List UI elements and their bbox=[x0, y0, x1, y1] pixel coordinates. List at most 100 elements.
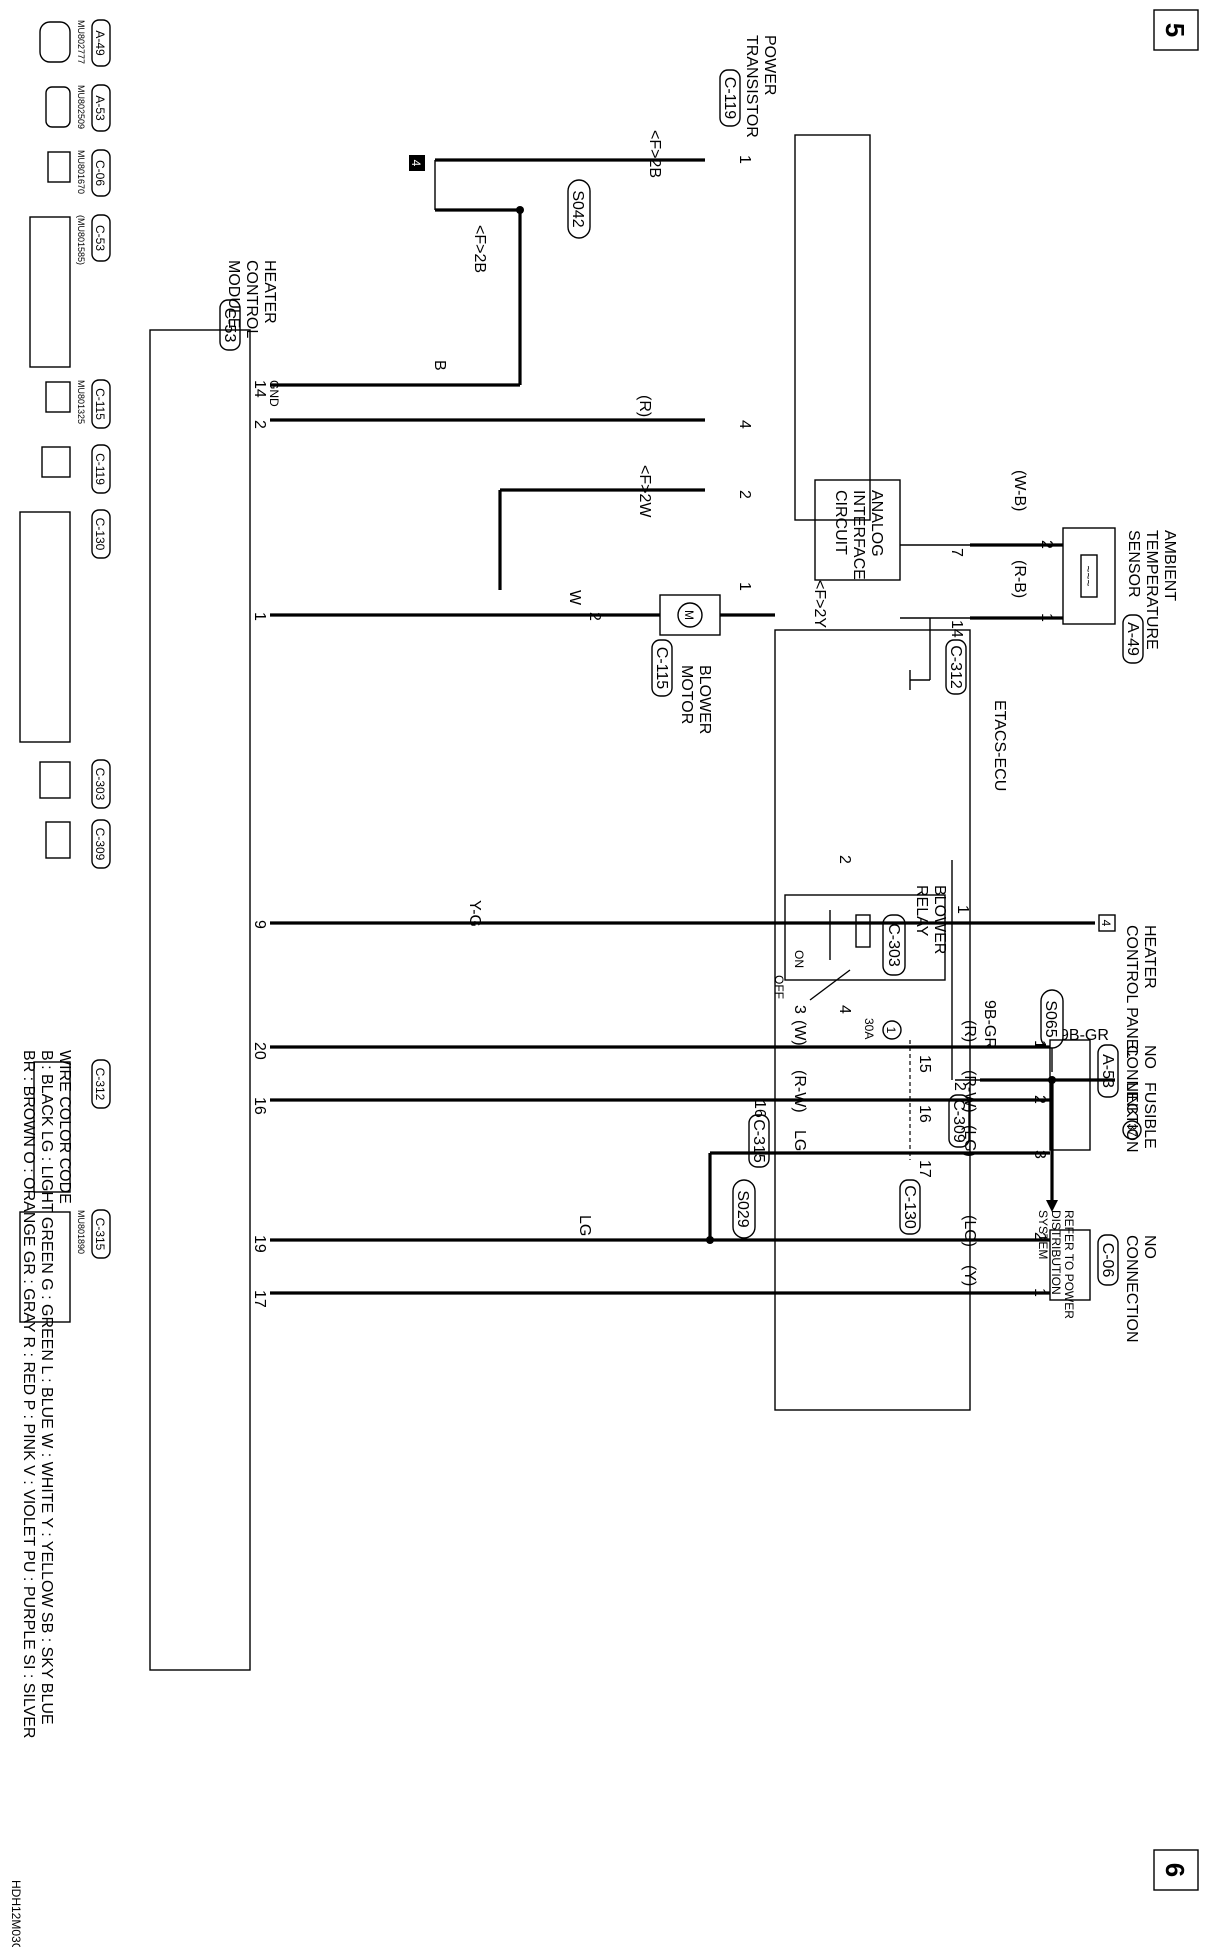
refer-note-3: SYSTEM bbox=[1036, 1210, 1050, 1259]
etacs-ecu-label: ETACS-ECU bbox=[991, 700, 1008, 791]
svg-text:A-53: A-53 bbox=[1099, 1054, 1116, 1088]
svg-text:C-315: C-315 bbox=[750, 1119, 767, 1163]
svg-text:C-119: C-119 bbox=[721, 77, 738, 119]
module-pin-17: 17 bbox=[251, 1290, 268, 1308]
svg-text:~~~: ~~~ bbox=[1081, 565, 1095, 586]
blower-motor: M BLOWER MOTOR C-115 bbox=[651, 594, 721, 734]
etacs-pin-16: 16 bbox=[751, 1100, 768, 1118]
wire-label-a53-r: (R) bbox=[961, 1020, 978, 1042]
svg-text:C-130: C-130 bbox=[93, 518, 107, 551]
module-pin-1: 1 bbox=[251, 612, 268, 621]
svg-text:C-303: C-303 bbox=[93, 768, 107, 801]
svg-text:A-49: A-49 bbox=[1124, 622, 1141, 656]
connector-view-c315: C-315 MU801890 bbox=[19, 1209, 111, 1323]
fusible-link-label-2: LINK bbox=[1123, 1082, 1140, 1118]
svg-text:C-303: C-303 bbox=[885, 923, 902, 967]
wire-label-c06-lg-2: LG bbox=[576, 1215, 593, 1236]
splice-s042 bbox=[567, 179, 591, 239]
svg-text:POWER: POWER bbox=[761, 35, 778, 95]
svg-text:ANALOG: ANALOG bbox=[868, 490, 885, 557]
svg-text:MU801670: MU801670 bbox=[76, 150, 86, 194]
svg-text:MODULE: MODULE bbox=[225, 260, 242, 328]
svg-text:C-06: C-06 bbox=[93, 160, 107, 186]
transistor-pin-2: 2 bbox=[736, 490, 753, 499]
connector-view-c309: C-309 bbox=[45, 819, 111, 869]
svg-text:C-309: C-309 bbox=[93, 828, 107, 861]
connector-views: A-49 MU802777 A-53 MU802509 C-06 MU80167… bbox=[19, 19, 111, 1323]
svg-text:5: 5 bbox=[1160, 23, 1190, 37]
page-code: HDH12M03CC bbox=[9, 1880, 23, 1947]
svg-text:BR : BROWN O : ORANGE GR :: BR : BROWN O : ORANGE GR : GRAY R : RED … bbox=[20, 1050, 37, 1738]
svg-text:4: 4 bbox=[409, 160, 423, 167]
svg-text:A-49: A-49 bbox=[93, 30, 107, 56]
refer-note-1: REFER TO POWER bbox=[1062, 1210, 1076, 1319]
relay-fuse-circle bbox=[882, 1020, 902, 1040]
relay-pin-1: 1 bbox=[954, 905, 971, 914]
connector-c315-tag bbox=[748, 1114, 770, 1168]
module-pin-20: 20 bbox=[251, 1042, 268, 1060]
wire-label-f2w: <F>2W bbox=[636, 465, 653, 518]
svg-text:MU801325: MU801325 bbox=[76, 380, 86, 424]
svg-text:WIRE COLOR CODE: WIRE COLOR CODE bbox=[56, 1050, 73, 1204]
fusible-link-number-circle bbox=[1122, 1120, 1142, 1140]
c130-pin-16: 16 bbox=[916, 1105, 933, 1123]
a53-pin-1: 1 bbox=[1031, 1040, 1048, 1049]
connector-view-c130: C-130 bbox=[19, 509, 111, 743]
ground-number-box bbox=[409, 155, 425, 171]
etacs-ecu-box bbox=[774, 629, 971, 1411]
svg-text:C-309: C-309 bbox=[950, 1099, 967, 1143]
connector-view-a53: A-53 MU802509 bbox=[45, 84, 111, 132]
wire-color-legend: WIRE COLOR CODE B : BLACK LG : LIGHT GRE… bbox=[20, 1050, 73, 1738]
svg-text:CONNECTION: CONNECTION bbox=[1123, 1235, 1140, 1343]
ambient-temperature-sensor: AMBIENT TEMPERATURE SENSOR A-49 ~~~ bbox=[1062, 527, 1178, 664]
transistor-pin-1: 1 bbox=[736, 155, 753, 164]
svg-text:RELAY: RELAY bbox=[913, 885, 930, 937]
svg-text:CONNECTION: CONNECTION bbox=[1123, 1045, 1140, 1153]
wire-label-r: (R) bbox=[636, 395, 653, 417]
module-pin-9: 9 bbox=[251, 920, 268, 929]
svg-text:C-315: C-315 bbox=[93, 1218, 107, 1251]
splice-s029 bbox=[732, 1179, 756, 1239]
etacs-pin-7: 7 bbox=[948, 548, 965, 557]
wire-label-f2b-2: <F>2B bbox=[471, 225, 488, 273]
wire-label-a53-rw: (R-W) bbox=[961, 1070, 978, 1113]
connector-c312-tag bbox=[945, 639, 967, 695]
svg-text:C-115: C-115 bbox=[653, 647, 670, 689]
svg-text:NO: NO bbox=[1141, 1045, 1158, 1069]
wire-label-r-b: (R-B) bbox=[1011, 560, 1028, 598]
connector-a53: NO CONNECTION A-53 bbox=[1049, 1039, 1158, 1153]
svg-text:CONTROL: CONTROL bbox=[243, 260, 260, 338]
c130-pin-15: 15 bbox=[916, 1055, 933, 1073]
page-number-right: 6 bbox=[1153, 1849, 1199, 1891]
svg-text:CIRCUIT: CIRCUIT bbox=[832, 490, 849, 555]
relay-fuse-amp: 30A bbox=[862, 1018, 876, 1039]
svg-text:TRANSISTOR: TRANSISTOR bbox=[743, 35, 760, 138]
svg-text:M: M bbox=[682, 610, 696, 620]
splice-dot-s042 bbox=[516, 206, 524, 214]
svg-text:C-312: C-312 bbox=[947, 645, 964, 689]
svg-text:NO: NO bbox=[1141, 1235, 1158, 1259]
svg-text:C-53: C-53 bbox=[93, 225, 107, 251]
svg-text:C-06: C-06 bbox=[1099, 1243, 1116, 1278]
relay-on-label: ON bbox=[792, 950, 806, 968]
svg-text:HEATER: HEATER bbox=[261, 260, 278, 324]
connector-view-c53: C-53 (MU801585) bbox=[29, 214, 111, 368]
wire-label-f2b: <F>2B bbox=[646, 130, 663, 178]
svg-text:MU801890: MU801890 bbox=[76, 1210, 86, 1254]
svg-text:S065: S065 bbox=[1042, 1000, 1059, 1037]
blower-relay: BLOWER RELAY C-303 bbox=[784, 885, 948, 1001]
transistor-pin-4: 4 bbox=[736, 420, 753, 429]
svg-text:A-53: A-53 bbox=[93, 95, 107, 121]
svg-text:AMBIENT: AMBIENT bbox=[1161, 530, 1178, 601]
relay-off-label: OFF bbox=[772, 975, 786, 999]
wire-label-y-g: Y-G bbox=[466, 900, 483, 927]
svg-text:C-115: C-115 bbox=[93, 388, 107, 420]
svg-text:4: 4 bbox=[1099, 920, 1113, 927]
fusible-link-number: 37 bbox=[1125, 1123, 1139, 1137]
module-pin-2: 2 bbox=[251, 420, 268, 429]
svg-text:6: 6 bbox=[1160, 1863, 1190, 1877]
wire-label-a53-lg-2: LG bbox=[791, 1130, 808, 1151]
svg-text:TEMPERATURE: TEMPERATURE bbox=[1143, 530, 1160, 650]
relay-fuse-number: 1 bbox=[884, 1027, 898, 1034]
connector-view-c303: C-303 bbox=[39, 759, 111, 809]
